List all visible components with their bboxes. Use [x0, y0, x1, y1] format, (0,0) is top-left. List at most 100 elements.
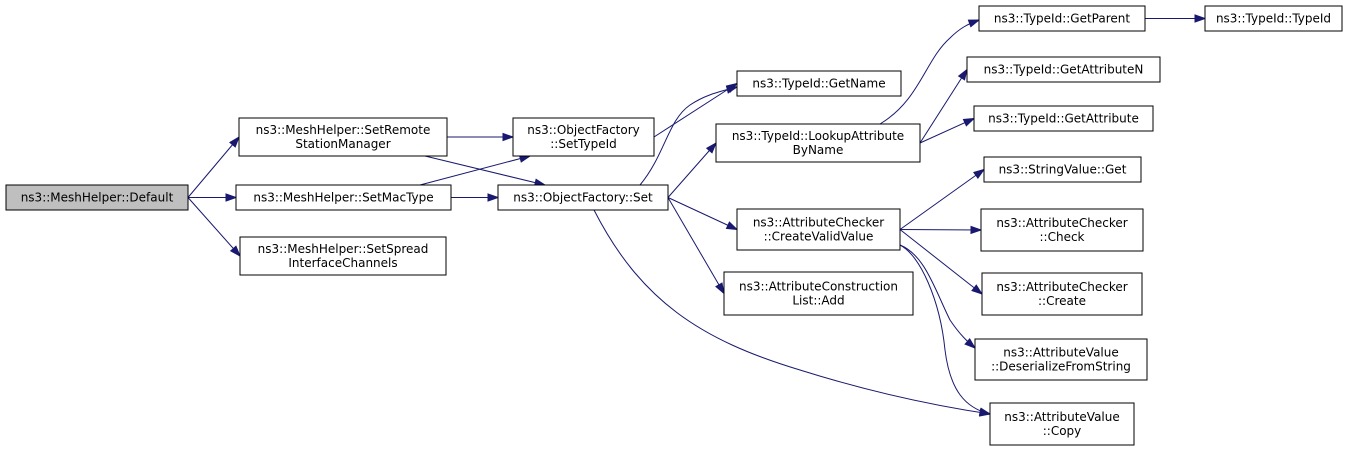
edge-setremote-to-ofset	[424, 155, 547, 187]
node-accreate[interactable]: ns3::AttributeChecker::Create	[981, 272, 1143, 316]
node-box[interactable]	[974, 338, 1148, 381]
edge-line	[419, 155, 531, 186]
edge-arrowhead	[225, 193, 238, 202]
node-label-line: ns3::AttributeChecker	[753, 216, 884, 230]
edge-arrowhead	[967, 19, 981, 28]
edge-arrowhead	[229, 135, 240, 148]
node-box[interactable]	[983, 156, 1142, 183]
node-label-line: ns3::MeshHelper::SetRemote	[256, 123, 431, 137]
edges-layer	[187, 14, 1207, 417]
node-box[interactable]	[989, 402, 1135, 446]
edge-createvalid-to-avcopy	[899, 244, 992, 416]
node-label-line: ns3::TypeId::LookupAttribute	[732, 129, 904, 143]
edge-arrowhead	[962, 117, 976, 127]
node-label-line: ns3::TypeId::GetName	[752, 77, 885, 91]
edge-line	[667, 197, 725, 294]
node-getattrn[interactable]: ns3::TypeId::GetAttributeN	[966, 56, 1161, 83]
edge-getparent-to-typeid	[1145, 14, 1207, 23]
node-box[interactable]	[723, 271, 914, 316]
edge-line	[899, 229, 983, 295]
node-label-line: ns3::MeshHelper::SetSpread	[258, 242, 429, 256]
edge-createvalid-to-accreate	[899, 229, 984, 295]
edge-arrowhead	[487, 193, 500, 202]
node-label-line: List::Add	[792, 294, 844, 308]
node-label-line: ::DeserializeFromString	[991, 360, 1131, 374]
node-box[interactable]	[497, 184, 669, 211]
edge-line	[424, 155, 546, 186]
node-box[interactable]	[239, 236, 447, 276]
edge-lookup-to-getparent	[879, 19, 981, 125]
node-avdeser[interactable]: ns3::AttributeValue::DeserializeFromStri…	[974, 338, 1148, 381]
edge-arrowhead	[725, 221, 739, 231]
edge-arrowhead	[973, 168, 986, 180]
node-setmac[interactable]: ns3::MeshHelper::SetMacType	[235, 184, 452, 211]
node-box[interactable]	[235, 184, 452, 211]
node-accheck[interactable]: ns3::AttributeChecker::Check	[980, 208, 1144, 252]
node-label-line: ns3::AttributeValue	[1003, 346, 1119, 360]
node-box[interactable]	[512, 117, 655, 157]
node-box[interactable]	[5, 184, 189, 211]
edge-line	[593, 209, 991, 415]
edge-line	[639, 86, 738, 186]
node-label-line: ns3::AttributeValue	[1004, 410, 1120, 424]
node-label-line: StationManager	[295, 137, 390, 151]
node-avcopy[interactable]: ns3::AttributeValue::Copy	[989, 402, 1135, 446]
node-label-line: ns3::AttributeConstruction	[739, 280, 898, 294]
edge-arrowhead	[229, 245, 242, 258]
edge-lookup-to-getattrn	[919, 68, 968, 144]
node-label-line: ns3::StringValue::Get	[999, 163, 1127, 177]
node-label-line: ByName	[793, 143, 844, 157]
node-label-line: ::Copy	[1043, 424, 1082, 438]
node-label-line: ns3::TypeId::GetParent	[994, 12, 1130, 26]
node-setspread[interactable]: ns3::MeshHelper::SetSpreadInterfaceChann…	[239, 236, 447, 276]
node-box[interactable]	[715, 123, 921, 163]
edge-arrowhead	[502, 132, 515, 142]
edge-line	[667, 197, 738, 230]
edge-default-to-setmac	[188, 193, 238, 202]
node-box[interactable]	[978, 5, 1146, 32]
edge-setmac-to-settypeid	[419, 154, 532, 186]
edge-line	[899, 169, 985, 230]
node-box[interactable]	[966, 56, 1161, 83]
node-label-line: ns3::TypeId::GetAttributeN	[984, 63, 1144, 77]
edge-line	[667, 142, 717, 198]
node-box[interactable]	[980, 208, 1144, 252]
node-createvalid[interactable]: ns3::AttributeChecker::CreateValidValue	[736, 208, 901, 251]
node-label-line: ns3::ObjectFactory::Set	[513, 191, 653, 205]
node-label-line: InterfaceChannels	[288, 256, 397, 270]
edge-default-to-setremote	[187, 135, 240, 198]
node-box[interactable]	[736, 208, 901, 251]
edge-arrowhead	[970, 225, 983, 235]
node-typeid[interactable]: ns3::TypeId::TypeId	[1204, 5, 1343, 32]
edge-arrowhead	[705, 141, 718, 154]
node-label-line: ns3::MeshHelper::Default	[21, 191, 174, 205]
node-getname[interactable]: ns3::TypeId::GetName	[736, 70, 902, 97]
node-getattr[interactable]: ns3::TypeId::GetAttribute	[973, 105, 1154, 132]
edge-line	[919, 69, 968, 144]
node-box[interactable]	[1204, 5, 1343, 32]
edge-ofset-to-lookup	[667, 141, 718, 198]
edge-default-to-setspread	[187, 197, 242, 258]
edge-line	[899, 244, 991, 415]
node-strget[interactable]: ns3::StringValue::Get	[983, 156, 1142, 183]
node-label-line: ::Check	[1040, 230, 1085, 244]
node-box[interactable]	[736, 70, 902, 97]
node-box[interactable]	[973, 105, 1154, 132]
node-getparent[interactable]: ns3::TypeId::GetParent	[978, 5, 1146, 32]
node-settypeid[interactable]: ns3::ObjectFactory::SetTypeId	[512, 117, 655, 157]
node-label-line: ns3::AttributeChecker	[996, 280, 1127, 294]
node-label-line: ns3::MeshHelper::SetMacType	[253, 191, 433, 205]
edge-line	[653, 83, 738, 138]
edge-arrowhead	[957, 68, 968, 81]
node-default[interactable]: ns3::MeshHelper::Default	[5, 184, 189, 211]
node-box[interactable]	[981, 272, 1143, 316]
node-ofset[interactable]: ns3::ObjectFactory::Set	[497, 184, 669, 211]
node-label-line: ns3::ObjectFactory	[527, 123, 640, 137]
edge-createvalid-to-avdeser	[899, 244, 977, 349]
edge-arrowhead	[978, 407, 992, 416]
node-box[interactable]	[238, 117, 448, 157]
